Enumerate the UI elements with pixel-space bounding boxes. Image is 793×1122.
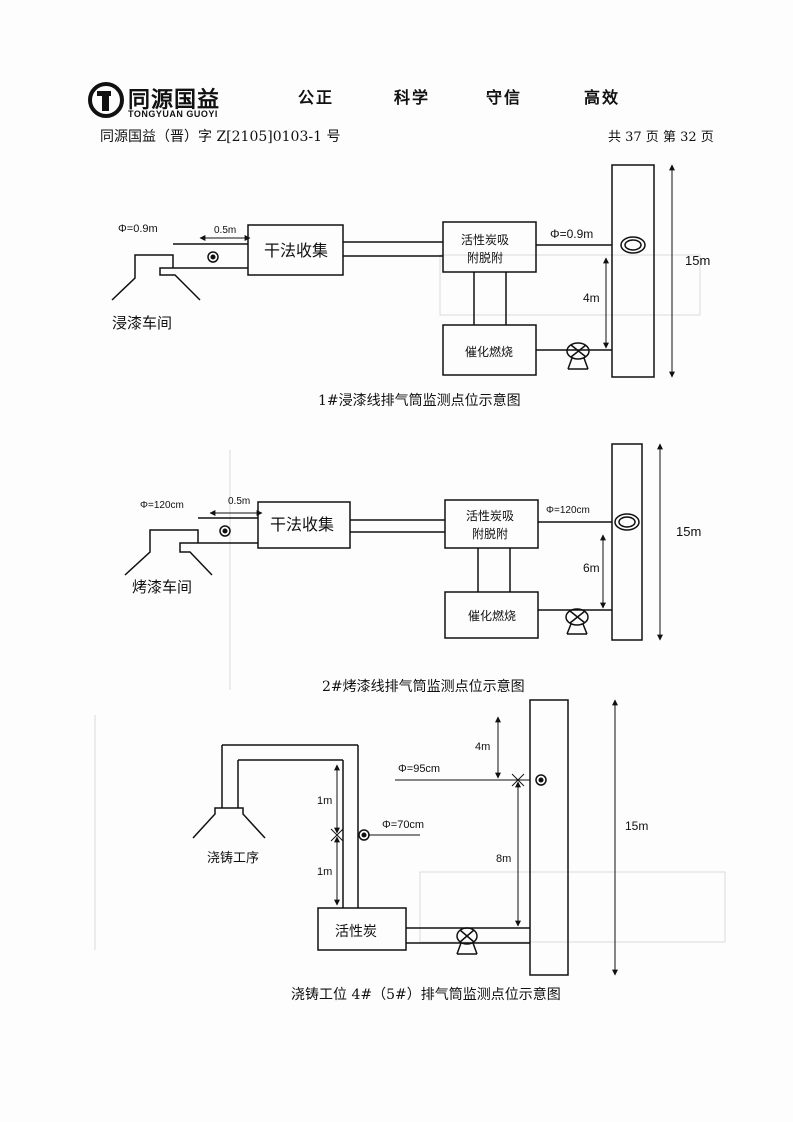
d2-carbon-label-2: 附脱附 xyxy=(472,526,508,541)
d3-stack-diameter: Φ=95cm xyxy=(398,763,440,775)
d3-sample-height: 8m xyxy=(496,853,511,865)
carbon-adsorber-2 xyxy=(444,499,539,549)
d1-workshop-label: 浸漆车间 xyxy=(112,314,172,332)
carbon-adsorber-1 xyxy=(442,221,537,273)
motto-3: 守信 xyxy=(486,88,523,107)
d3-lower-height: 1m xyxy=(317,866,332,878)
d1-inlet-diameter: Φ=0.9m xyxy=(118,223,158,235)
hood-2-left xyxy=(124,529,199,576)
hood-1-right xyxy=(159,267,201,301)
catalytic-burner-2 xyxy=(444,591,539,639)
diagram-1-labels: Φ=0.9m 0.5m 干法收集 活性炭吸 附脱附 催化燃烧 Φ=0.9m 4m… xyxy=(112,223,710,409)
diagram-2 xyxy=(124,443,663,641)
page-number: 共 37 页 第 32 页 xyxy=(608,130,714,145)
motto-1: 公正 xyxy=(298,88,335,107)
document-number: 同源国益（晋）字 Z[2105]0103-1 号 xyxy=(100,129,341,145)
diagram-3-labels: 浇铸工序 活性炭 Φ=70cm 1m 1m Φ=95cm 4m 8m 15m 浇… xyxy=(207,741,648,1003)
motto-4: 高效 xyxy=(584,88,621,107)
hood-2-right xyxy=(179,542,213,576)
hood-3 xyxy=(192,807,266,839)
stack-1 xyxy=(611,164,655,378)
d2-stack-diameter: Φ=120cm xyxy=(546,505,590,516)
d2-stack-height: 15m xyxy=(676,524,701,539)
d2-dry-collector-label: 干法收集 xyxy=(270,515,334,534)
dry-collector-1 xyxy=(247,224,344,276)
stack-2 xyxy=(611,443,643,641)
company-logo-icon xyxy=(88,82,124,118)
d2-sample-height: 6m xyxy=(583,561,600,575)
d3-top-height: 4m xyxy=(475,741,490,753)
company-name-en: TONGYUAN GUOYI xyxy=(128,109,218,119)
d3-inlet-diameter: Φ=70cm xyxy=(382,819,424,831)
d2-carbon-label-1: 活性炭吸 xyxy=(466,509,514,523)
page-header: 同源国益 TONGYUAN GUOYI 公正 科学 守信 高效 同源国益（晋）字… xyxy=(88,78,738,148)
d3-upper-height: 1m xyxy=(317,795,332,807)
d2-catalytic-label: 催化燃烧 xyxy=(468,608,516,623)
motto-2: 科学 xyxy=(394,88,431,107)
sample-point-3-stack-icon xyxy=(535,774,547,786)
d2-distance: 0.5m xyxy=(228,496,250,507)
d1-stack-height: 15m xyxy=(685,253,710,268)
d1-dry-collector-label: 干法收集 xyxy=(264,241,328,260)
d2-caption: 2#烤漆线排气筒监测点位示意图 xyxy=(322,678,525,695)
d1-catalytic-label: 催化燃烧 xyxy=(465,344,513,359)
diagram-2-labels: Φ=120cm 0.5m 干法收集 活性炭吸 附脱附 催化燃烧 Φ=120cm … xyxy=(132,496,701,695)
d1-sample-height: 4m xyxy=(583,291,600,305)
stack-3 xyxy=(529,699,569,976)
hood-1-left xyxy=(111,254,174,301)
d2-workshop-label: 烤漆车间 xyxy=(132,578,192,596)
dry-collector-2 xyxy=(257,501,351,549)
diagram-3 xyxy=(192,699,618,976)
sample-point-1-inlet-icon xyxy=(207,251,219,263)
d1-caption: 1#浸漆线排气筒监测点位示意图 xyxy=(318,392,521,409)
company-name-cn: 同源国益 xyxy=(128,88,221,113)
d3-stack-height: 15m xyxy=(625,819,648,833)
d1-stack-diameter: Φ=0.9m xyxy=(550,227,593,241)
bleed-through-artifacts xyxy=(94,254,726,950)
d3-caption: 浇铸工位 4#（5#）排气筒监测点位示意图 xyxy=(291,986,561,1003)
d3-carbon-label: 活性炭 xyxy=(335,924,377,940)
d2-inlet-diameter: Φ=120cm xyxy=(140,500,184,511)
d1-distance: 0.5m xyxy=(214,225,236,236)
d3-workshop-label: 浇铸工序 xyxy=(207,850,259,866)
sample-point-2-inlet-icon xyxy=(219,525,231,537)
d1-carbon-label-1: 活性炭吸 xyxy=(461,233,509,247)
carbon-box-3 xyxy=(317,907,407,951)
d1-carbon-label-2: 附脱附 xyxy=(467,250,503,265)
diagram-1 xyxy=(111,164,675,378)
